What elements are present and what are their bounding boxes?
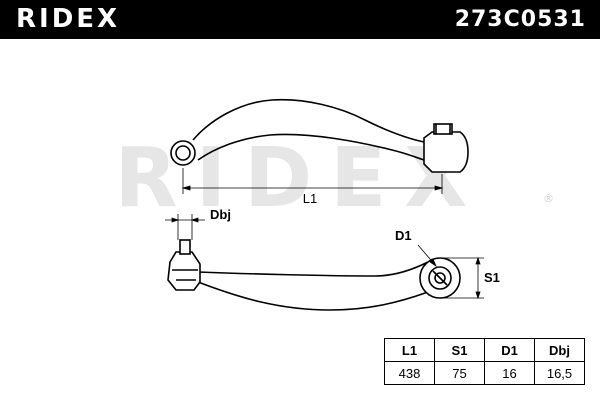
d1-label: D1 — [395, 228, 412, 243]
dbj-dimension — [165, 214, 205, 240]
s1-dimension — [440, 256, 484, 300]
dbj-label: Dbj — [210, 207, 231, 222]
arm-top-view — [170, 98, 469, 173]
spec-header-dbj: Dbj — [534, 338, 585, 362]
technical-drawing: RIDEX ® L1 Dbj — [115, 98, 554, 311]
header-bar: RIDEX 273C0531 — [0, 0, 600, 39]
part-number: 273C0531 — [454, 7, 586, 32]
spec-header-row: L1 S1 D1 Dbj — [384, 338, 585, 362]
s1-label: S1 — [484, 270, 500, 285]
spec-value-d1: 16 — [484, 361, 535, 385]
spec-header-l1: L1 — [384, 338, 435, 362]
spec-value-dbj: 16,5 — [534, 361, 585, 385]
spec-value-s1: 75 — [434, 361, 485, 385]
spec-header-s1: S1 — [434, 338, 485, 362]
spec-table: L1 S1 D1 Dbj 438 75 16 16,5 — [384, 338, 585, 385]
arm-side-view — [167, 239, 461, 311]
spec-header-d1: D1 — [484, 338, 535, 362]
brand-logo: RIDEX — [16, 4, 121, 34]
l1-dimension — [181, 168, 444, 194]
watermark-registered: ® — [543, 192, 554, 205]
d1-dimension — [417, 244, 437, 268]
l1-label: L1 — [303, 191, 317, 206]
spec-value-row: 438 75 16 16,5 — [384, 361, 585, 385]
spec-value-l1: 438 — [384, 361, 435, 385]
